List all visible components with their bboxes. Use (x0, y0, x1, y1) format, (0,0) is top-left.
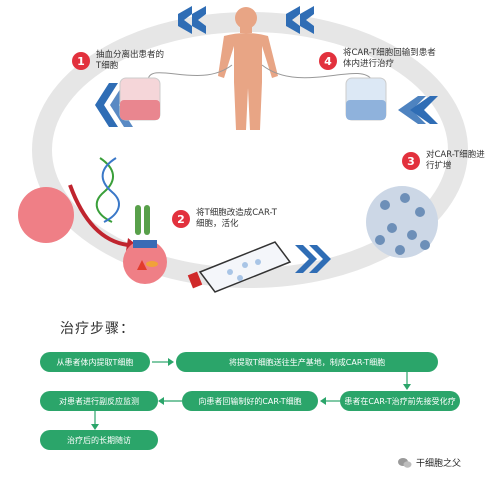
step-2-number: 2 (172, 210, 190, 228)
step-box-chemo: 患者在CAR-T治疗前先接受化疗 (340, 391, 460, 411)
car-t-cycle-diagram (18, 6, 468, 293)
step-box-infusion: 向患者回输制好的CAR-T细胞 (182, 391, 318, 411)
step-3-number: 3 (402, 152, 420, 170)
cell-expansion-icon (366, 186, 438, 258)
chevron-icon (178, 6, 206, 34)
flask-icon (187, 241, 292, 293)
step-2-text: 将T细胞改造成CAR-T 细胞，活化 (196, 208, 277, 230)
blood-bag-icon (119, 77, 161, 121)
flow-arrows (91, 358, 411, 430)
step-2-line2: 细胞，活化 (196, 219, 239, 229)
human-figure-icon (218, 7, 278, 130)
wechat-icon (398, 457, 412, 468)
step-4-number: 4 (319, 52, 337, 70)
watermark: 干细胞之父 (398, 456, 461, 469)
step-box-manufacture: 将提取T细胞送往生产基地，制成CAR-T细胞 (176, 352, 438, 372)
cell-icon (18, 187, 74, 243)
step-1-line1: 抽血分离出患者的 (96, 50, 165, 60)
step-2-line1: 将T细胞改造成CAR-T (196, 208, 277, 218)
step-4-line2: 体内进行治疗 (343, 59, 395, 69)
step-3-line1: 对CAR-T细胞进 (426, 150, 485, 160)
chevron-icon (295, 245, 331, 273)
step-box-monitoring: 对患者进行副反应监测 (40, 391, 158, 411)
watermark-text: 干细胞之父 (416, 459, 462, 469)
step-3-text: 对CAR-T细胞进 行扩增 (426, 150, 485, 172)
chevron-icon (398, 96, 438, 124)
step-box-followup: 治疗后的长期随访 (40, 430, 158, 450)
tube-line (261, 64, 373, 81)
arrow-icon (68, 184, 129, 247)
step-1-line2: T细胞 (96, 61, 119, 71)
chevron-icon (286, 6, 314, 34)
treatment-title: 治疗步骤： (60, 321, 135, 337)
step-3-line2: 行扩增 (426, 161, 452, 171)
iv-bag-icon (345, 77, 387, 121)
step-4-text: 将CAR-T细胞回输到患者 体内进行治疗 (343, 48, 436, 70)
dna-icon (95, 157, 120, 223)
step-1-number: 1 (72, 52, 90, 70)
step-1-text: 抽血分离出患者的 T细胞 (96, 50, 164, 72)
t-cell-icon (123, 205, 167, 284)
tube-line (147, 64, 233, 81)
step-4-line1: 将CAR-T细胞回输到患者 (343, 48, 436, 58)
step-box-extract: 从患者体内提取T细胞 (40, 352, 150, 372)
